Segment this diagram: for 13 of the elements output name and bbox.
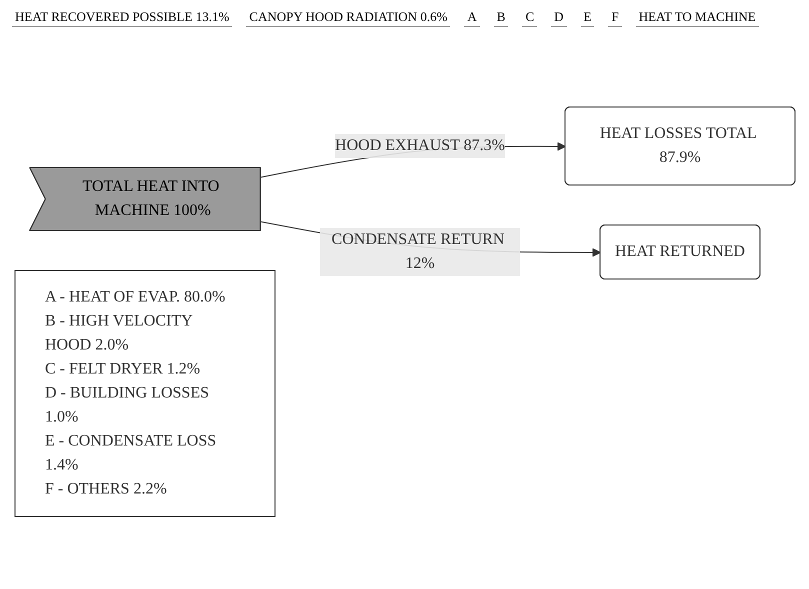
diagram-label: C (522, 8, 538, 27)
node-box: A - HEAT OF EVAP. 80.0% B - HIGH VELOCITY HOOD 2.0% C - FELT DRYER 1.2% D - BUILDING LOSSES 1.0% E - CONDENSATE LOSS 1.4% F - OTHERS 2.2% (14, 270, 275, 518)
diagram-label: HEAT RECOVERED POSSIBLE 13.1% (12, 8, 232, 27)
diagram-label: CANOPY HOOD RADIATION 0.6% (246, 8, 450, 27)
diagram-label: D (551, 8, 567, 27)
diagram-label: B (494, 8, 508, 27)
diagram-label: HEAT TO MACHINE (636, 8, 759, 27)
diagram-label: E (580, 8, 594, 27)
node-text: HEAT LOSSES TOTAL 87.9% (599, 125, 756, 166)
edge-label: HOOD EXHAUST 87.3% (334, 137, 504, 154)
diagram-label: F (608, 8, 622, 27)
edge-label: CONDENSATE RETURN 12% (331, 231, 504, 272)
diagram-label: A (464, 8, 480, 27)
